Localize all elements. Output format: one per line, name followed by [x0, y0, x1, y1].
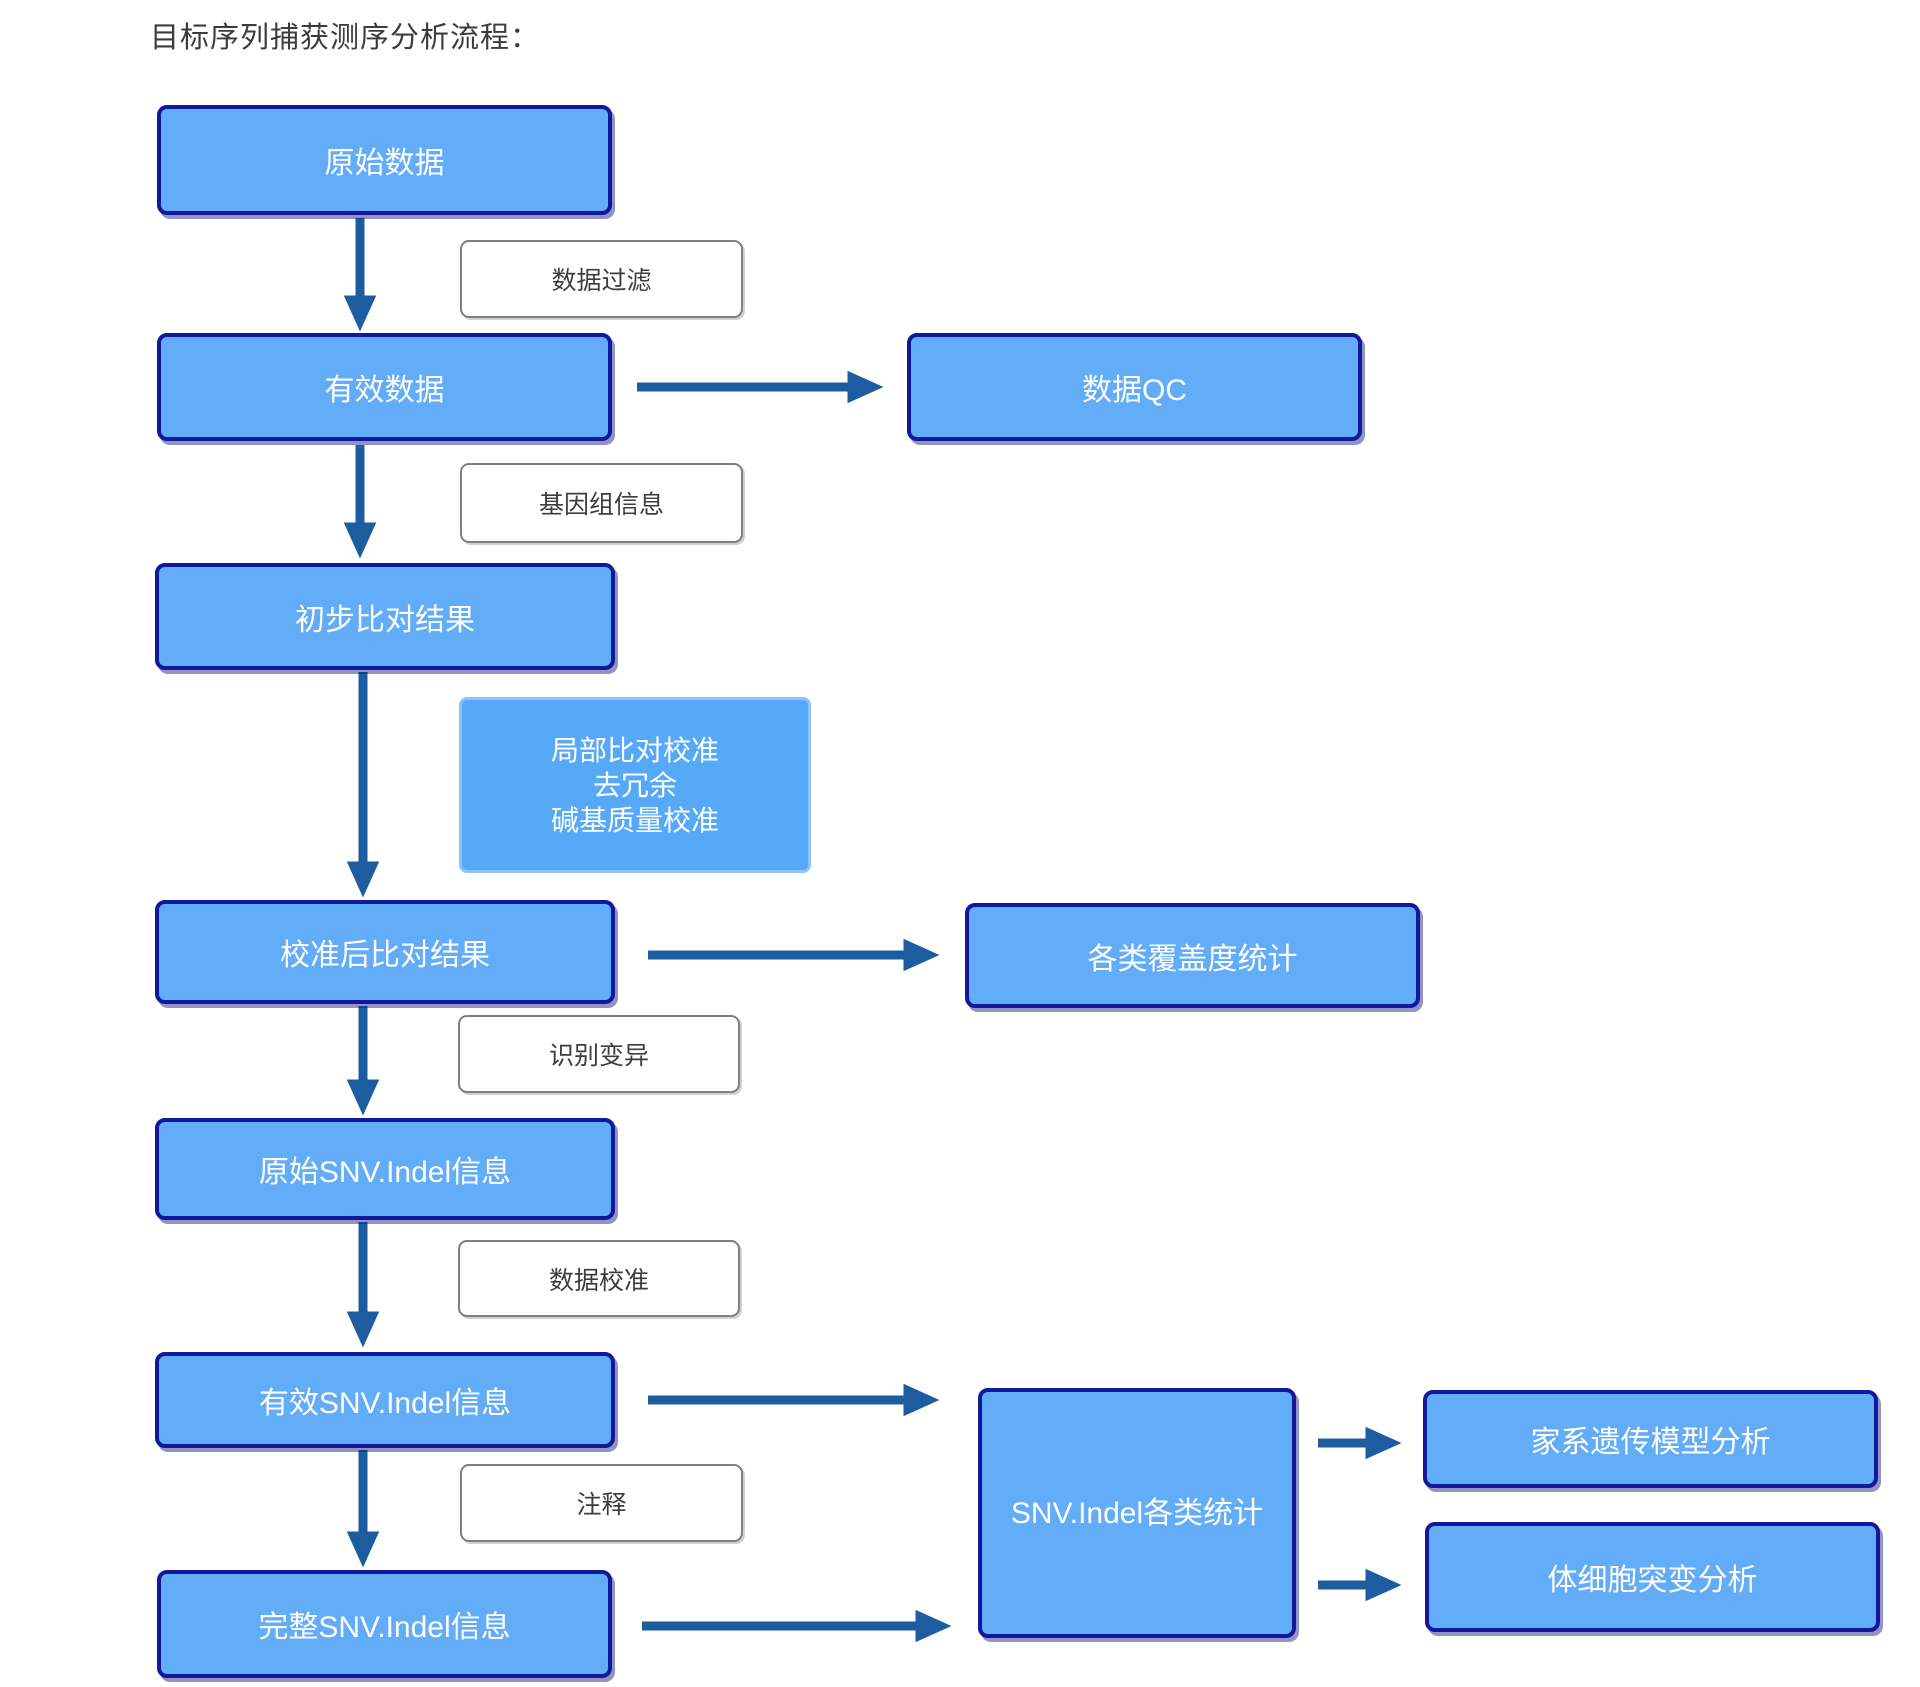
node-full-snv: 完整SNV.Indel信息	[157, 1570, 612, 1678]
page-title: 目标序列捕获测序分析流程：	[150, 22, 541, 54]
node-family-model: 家系遗传模型分析	[1423, 1390, 1878, 1488]
node-somatic: 体细胞突变分析	[1425, 1522, 1880, 1632]
node-snv-stats: SNV.Indel各类统计	[978, 1388, 1296, 1638]
node-valid-snv: 有效SNV.Indel信息	[155, 1352, 615, 1448]
process-recalibrate: 局部比对校准 去冗余 碱基质量校准	[459, 697, 811, 873]
step-data-calib: 数据校准	[458, 1240, 740, 1317]
step-data-filter: 数据过滤	[460, 240, 743, 318]
node-calib-align: 校准后比对结果	[155, 900, 615, 1004]
step-call-variants: 识别变异	[458, 1015, 740, 1093]
node-prelim-align: 初步比对结果	[155, 563, 615, 670]
node-raw-snv: 原始SNV.Indel信息	[155, 1118, 615, 1220]
step-annotate: 注释	[460, 1464, 743, 1542]
node-raw-data: 原始数据	[157, 105, 612, 215]
process-recalibrate-line-1: 局部比对校准	[550, 734, 719, 766]
process-recalibrate-line-3: 碱基质量校准	[550, 804, 719, 836]
node-coverage-stats: 各类覆盖度统计	[965, 903, 1420, 1008]
node-data-qc: 数据QC	[907, 333, 1362, 441]
process-recalibrate-line-2: 去冗余	[592, 769, 677, 801]
step-genome-info: 基因组信息	[460, 463, 743, 543]
node-valid-data: 有效数据	[157, 333, 612, 441]
